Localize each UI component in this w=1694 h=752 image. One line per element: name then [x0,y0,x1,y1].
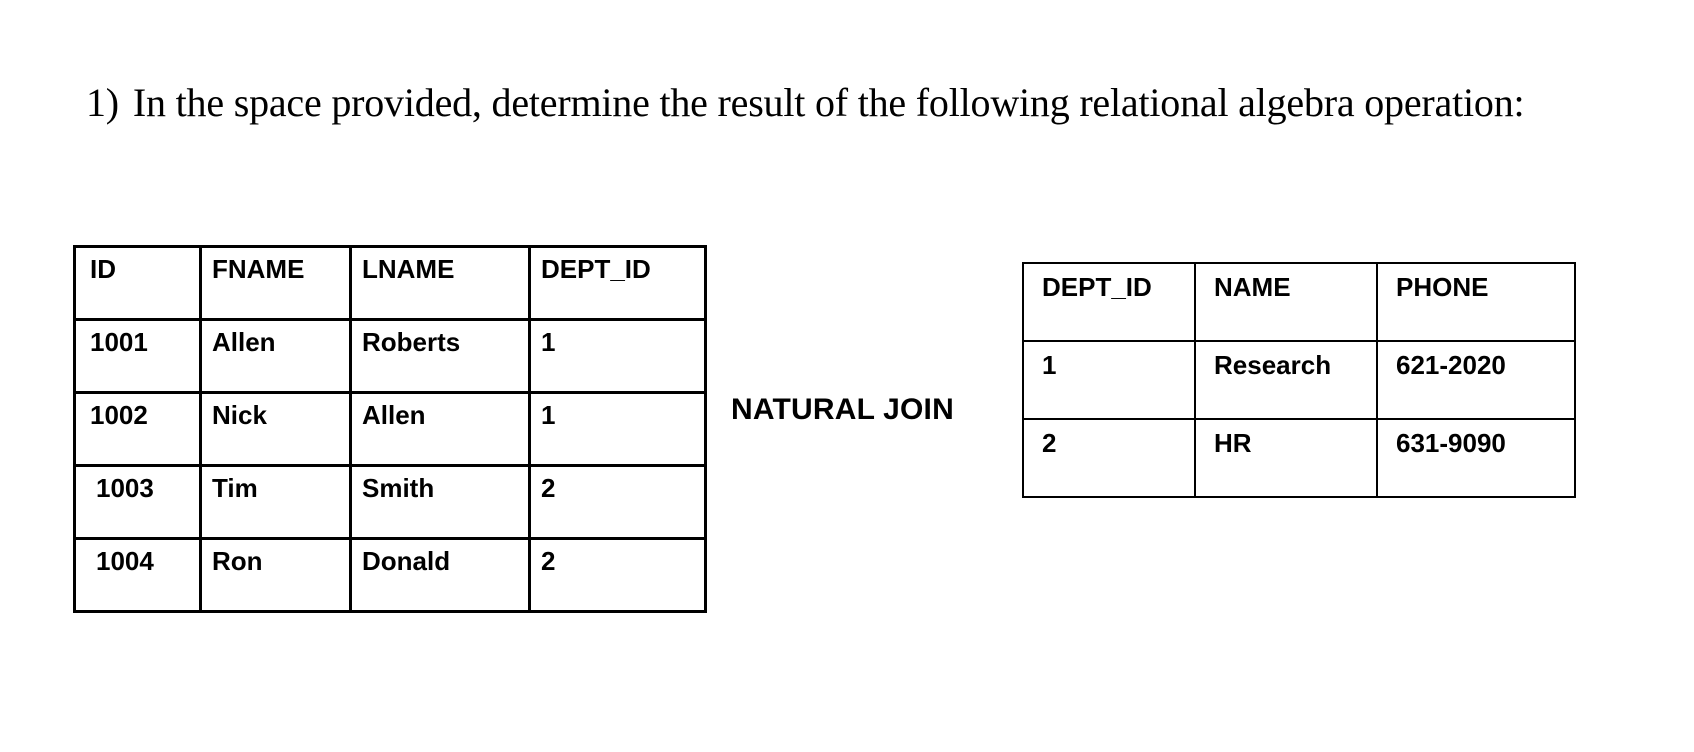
cell-id: 1002 [73,391,202,467]
cell-lname: Roberts [349,318,531,394]
column-header-lname: LNAME [349,245,531,321]
table-row: 1003 Tim Smith 2 [73,464,707,540]
column-header-fname: FNAME [199,245,352,321]
cell-fname: Tim [199,464,352,540]
cell-fname: Allen [199,318,352,394]
column-header-dept-id: DEPT_ID [1022,262,1196,342]
table-row: 1004 Ron Donald 2 [73,537,707,613]
table-row: 1001 Allen Roberts 1 [73,318,707,394]
table-header-row: ID FNAME LNAME DEPT_ID [73,245,707,321]
cell-fname: Nick [199,391,352,467]
cell-lname: Allen [349,391,531,467]
cell-fname: Ron [199,537,352,613]
column-header-phone: PHONE [1376,262,1576,342]
department-relation-table: DEPT_ID NAME PHONE 1 Research 621-2020 2… [1022,262,1576,498]
question-text: In the space provided, determine the res… [132,80,1525,125]
cell-lname: Donald [349,537,531,613]
cell-id: 1001 [73,318,202,394]
column-header-name: NAME [1194,262,1378,342]
cell-phone: 631-9090 [1376,418,1576,498]
question-heading: 1) In the space provided, determine the r… [86,79,1656,127]
table-row: 2 HR 631-9090 [1022,418,1576,498]
column-header-dept-id: DEPT_ID [528,245,707,321]
cell-name: Research [1194,340,1378,420]
question-number: 1) [86,80,119,125]
cell-dept-id: 1 [528,391,707,467]
employee-relation-table: ID FNAME LNAME DEPT_ID 1001 Allen Robert… [73,245,707,613]
cell-dept-id: 2 [528,464,707,540]
cell-id: 1004 [73,537,202,613]
table-header-row: DEPT_ID NAME PHONE [1022,262,1576,342]
cell-dept-id: 2 [1022,418,1196,498]
column-header-id: ID [73,245,202,321]
cell-dept-id: 2 [528,537,707,613]
cell-dept-id: 1 [1022,340,1196,420]
natural-join-operator-label: NATURAL JOIN [731,393,954,426]
table-row: 1 Research 621-2020 [1022,340,1576,420]
cell-lname: Smith [349,464,531,540]
cell-id: 1003 [73,464,202,540]
cell-phone: 621-2020 [1376,340,1576,420]
table-row: 1002 Nick Allen 1 [73,391,707,467]
cell-name: HR [1194,418,1378,498]
cell-dept-id: 1 [528,318,707,394]
